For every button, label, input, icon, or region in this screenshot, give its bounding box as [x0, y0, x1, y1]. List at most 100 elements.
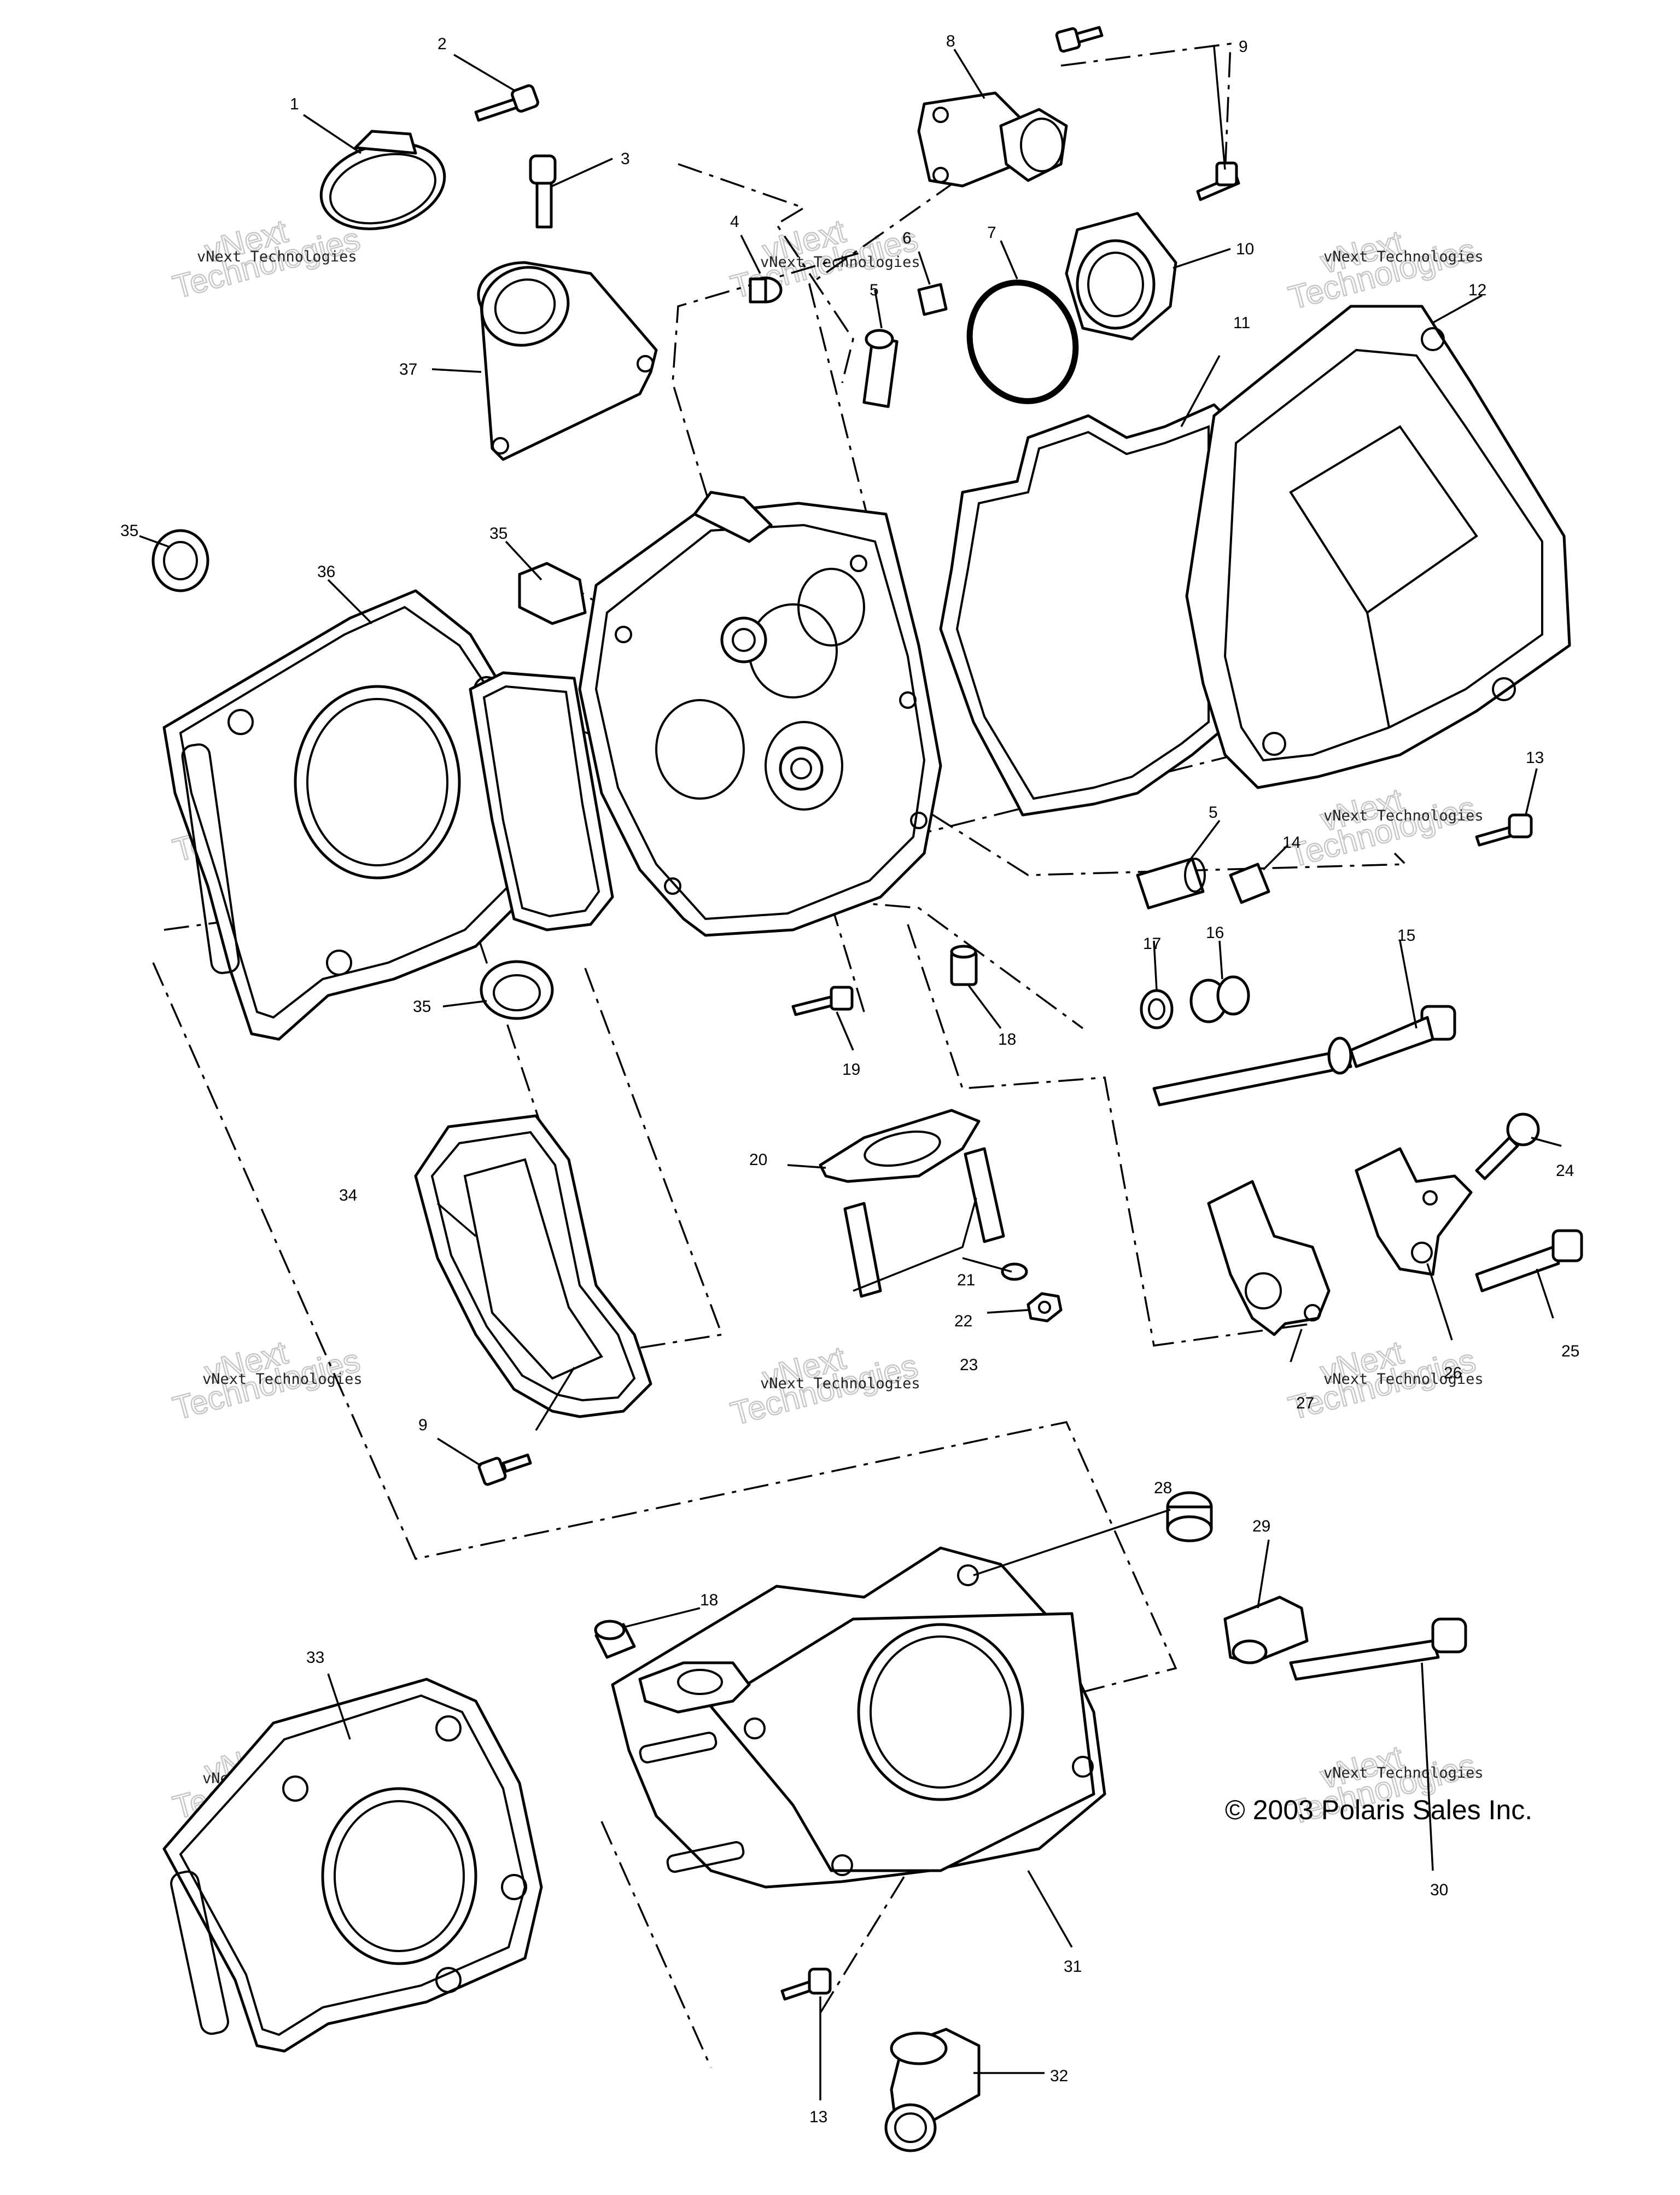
callout-3: 3	[621, 150, 630, 168]
valve-cover-part[interactable]	[1185, 305, 1571, 789]
callout-6: 6	[902, 229, 912, 247]
dowel-pin-part[interactable]	[594, 1620, 636, 1659]
svg-text:vNext Technologies: vNext Technologies	[1323, 807, 1484, 824]
side-cover-gasket-part[interactable]	[414, 1114, 652, 1418]
callout-18: 18	[998, 1030, 1016, 1049]
callout-12: 12	[1468, 281, 1486, 299]
bolt-part[interactable]	[1475, 1229, 1583, 1292]
callout-1: 1	[290, 95, 299, 113]
leader-lines	[139, 46, 1562, 2100]
callout-8: 8	[946, 32, 955, 50]
callout-7: 7	[987, 224, 996, 242]
callout-28: 28	[1154, 1479, 1172, 1497]
svg-text:vNext Technologies: vNext Technologies	[197, 248, 357, 265]
watermark: Technologies vNext vNext Technologies	[168, 212, 364, 306]
callout-5: 5	[870, 281, 879, 299]
screw-part[interactable]	[474, 84, 539, 122]
bolt-part[interactable]	[1475, 1113, 1540, 1180]
bolt-part[interactable]	[1196, 161, 1240, 201]
valve-seal-part[interactable]	[917, 283, 948, 316]
callout-18-lower: 18	[700, 1591, 718, 1609]
svg-text:vNext Technologies: vNext Technologies	[1323, 1765, 1484, 1781]
nut-part[interactable]	[1026, 1292, 1063, 1323]
callout-9: 9	[1239, 38, 1248, 56]
stud-part[interactable]	[964, 1147, 1005, 1243]
head-gasket-part[interactable]	[162, 589, 527, 1041]
svg-text:vNext Technologies: vNext Technologies	[760, 1375, 920, 1392]
callout-16: 16	[1206, 924, 1224, 942]
watermark: Technologies vNext vNext Technologies	[726, 1338, 922, 1433]
hose-clamp-part[interactable]	[312, 130, 454, 242]
valve-guide-part[interactable]	[1136, 857, 1206, 910]
screw-part[interactable]	[529, 154, 557, 229]
callout-17: 17	[1143, 935, 1161, 953]
callout-29: 29	[1252, 1517, 1270, 1535]
callout-36: 36	[317, 563, 335, 581]
base-gasket-part[interactable]	[162, 1678, 543, 2053]
thermostat-housing-part[interactable]	[1065, 212, 1177, 341]
valve-guide-part[interactable]	[861, 329, 900, 408]
callout-35-lower: 35	[413, 998, 431, 1016]
o-ring-part[interactable]	[953, 267, 1092, 416]
callout-20: 20	[749, 1151, 767, 1169]
callout-35: 35	[120, 522, 138, 540]
callout-13-lower: 13	[809, 2108, 827, 2126]
bracket-part[interactable]	[1207, 1180, 1331, 1336]
bolt-part[interactable]	[1055, 26, 1104, 53]
water-elbow-part[interactable]	[917, 91, 1068, 188]
callout-23: 23	[960, 1356, 978, 1374]
stud-part[interactable]	[843, 1202, 882, 1298]
callout-31: 31	[1064, 1958, 1082, 1976]
dowel-pin-part[interactable]	[749, 276, 783, 304]
head-side-gasket-part[interactable]	[469, 671, 614, 931]
head-bolt-part[interactable]	[1289, 1617, 1467, 1681]
copyright-notice: © 2003 Polaris Sales Inc.	[1225, 1795, 1533, 1825]
callout-11: 11	[1233, 314, 1250, 332]
intake-boot-part[interactable]	[471, 255, 658, 461]
svg-text:vNext Technologies: vNext Technologies	[1323, 248, 1484, 265]
callout-25: 25	[1561, 1342, 1579, 1360]
dowel-pin-part[interactable]	[1166, 1491, 1213, 1542]
bolt-part[interactable]	[780, 1967, 832, 2001]
callout-27: 27	[1296, 1394, 1314, 1412]
callout-5-lower: 5	[1209, 804, 1218, 822]
plug-part[interactable]	[1189, 975, 1250, 1023]
watermark: Technologies vNext vNext Technologies	[1284, 223, 1484, 317]
callout-32: 32	[1050, 2067, 1068, 2085]
bracket-part[interactable]	[1355, 1147, 1473, 1276]
callout-10: 10	[1236, 240, 1254, 258]
fitting-part[interactable]	[1223, 1596, 1309, 1664]
oil-seal-part[interactable]	[480, 960, 554, 1020]
callout-labels: 1 2 3 4 5 6 7 8 9 10 11 12 13 14 5 15 16…	[120, 32, 1579, 2126]
head-bolt-part[interactable]	[1152, 1005, 1456, 1107]
bolt-part[interactable]	[791, 986, 854, 1016]
valve-cover-gasket-part[interactable]	[939, 403, 1227, 817]
callout-34: 34	[339, 1186, 357, 1204]
cylinder-part[interactable]	[611, 1546, 1106, 1889]
bolt-part[interactable]	[1475, 813, 1533, 847]
lock-washer-part[interactable]	[1001, 1262, 1028, 1281]
callout-14: 14	[1282, 834, 1300, 852]
callout-4: 4	[730, 213, 739, 231]
callout-33: 33	[306, 1649, 324, 1667]
callout-19: 19	[842, 1061, 860, 1079]
cylinder-head-part[interactable]	[518, 491, 942, 937]
water-elbow-part[interactable]	[884, 2028, 981, 2152]
callout-30: 30	[1430, 1881, 1448, 1899]
washer-part[interactable]	[1140, 989, 1174, 1029]
callout-21: 21	[957, 1271, 975, 1289]
seal-cap-part[interactable]	[1229, 863, 1270, 904]
watermark: Technologies vNext vNext Technologies	[168, 1333, 364, 1428]
watermark: Technologies vNext vNext Technologies	[1284, 781, 1484, 875]
callout-26: 26	[1444, 1364, 1462, 1382]
svg-text:vNext Technologies: vNext Technologies	[1323, 1371, 1484, 1388]
dowel-pin-part[interactable]	[950, 945, 978, 986]
bolt-part[interactable]	[477, 1453, 532, 1486]
flange-gasket-part[interactable]	[819, 1109, 981, 1183]
callout-24: 24	[1556, 1162, 1574, 1180]
callout-15: 15	[1397, 927, 1415, 945]
callout-2: 2	[438, 35, 447, 53]
oil-seal-part[interactable]	[151, 529, 209, 592]
